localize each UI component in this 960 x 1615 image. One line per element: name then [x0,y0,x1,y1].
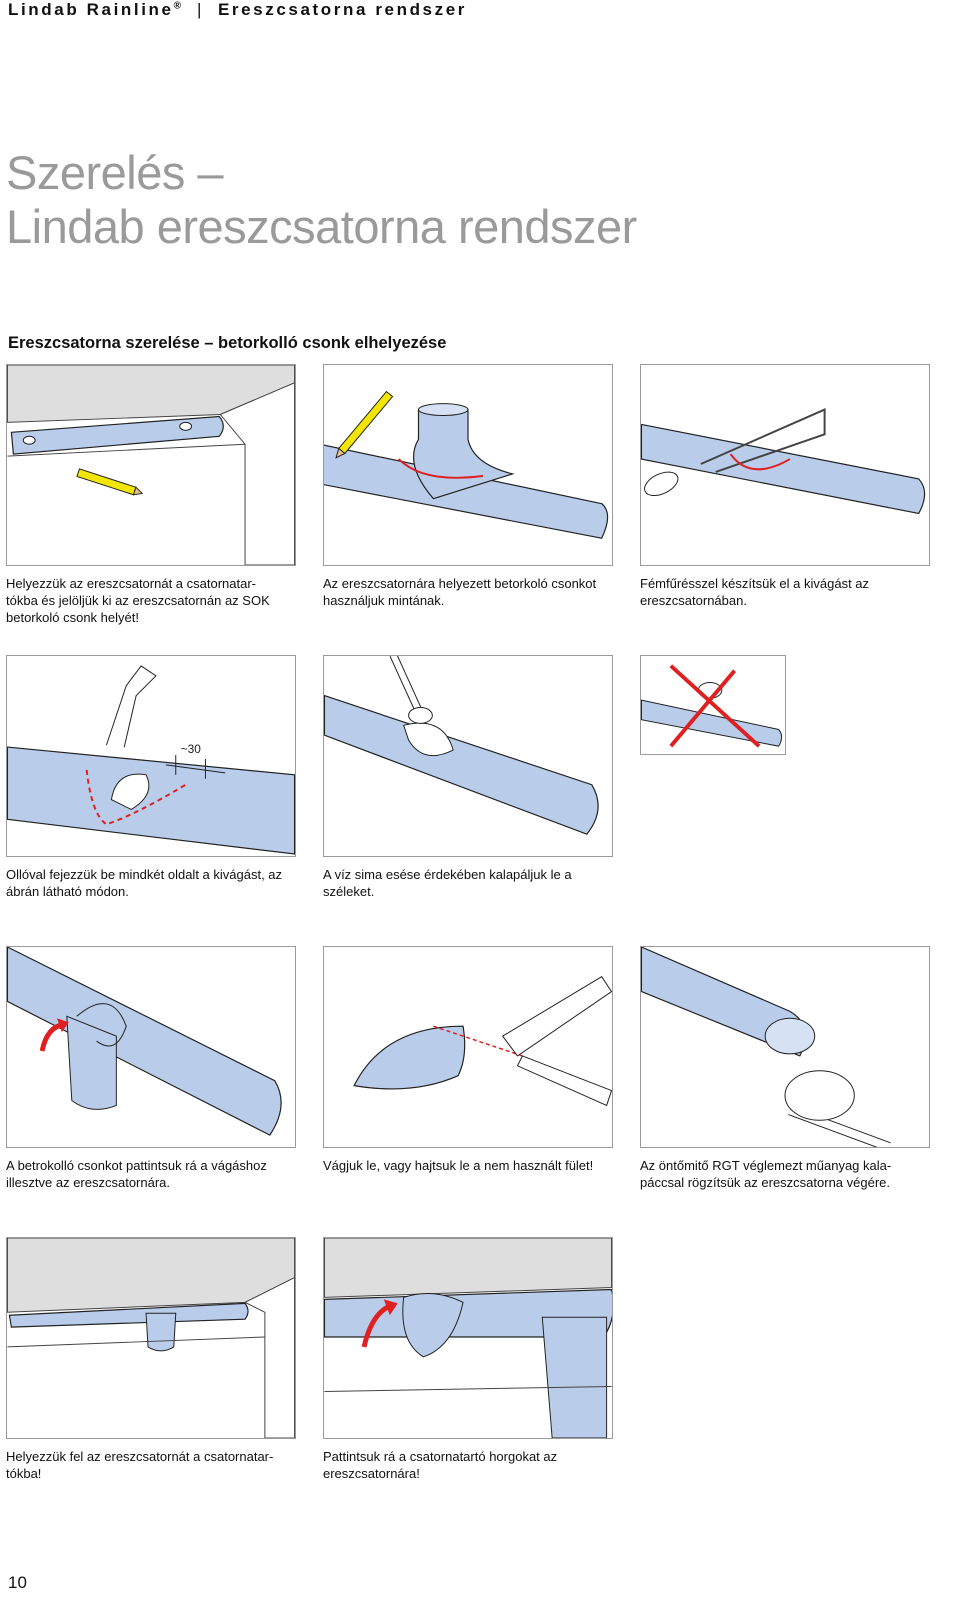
snips-trim-drawing: ~30 [7,665,295,855]
header-brand: Lindab Rainline [8,0,174,19]
step-7-text: Vágjuk le, vagy hajtsuk le a nem használ… [323,1158,594,1173]
edge-hammering-drawing [324,656,599,835]
step-9-caption: Helyezzük fel az ereszcsatornát a csator… [6,1448,298,1482]
step-1-text: Helyezzük az ereszcsatornát a csatornata… [6,576,270,625]
step-1-caption: Helyezzük az ereszcsatornát a csatornata… [6,575,298,626]
step-10-caption: Pattintsuk rá a csatornatartó horgokat a… [323,1448,615,1482]
step-8-illustration [640,946,930,1148]
step-7-illustration [323,946,613,1148]
header-separator: | [196,0,204,19]
step-7-caption: Vágjuk le, vagy hajtsuk le a nem használ… [323,1157,615,1174]
step-6-caption: A betrokolló csonkot pattintsuk rá a vág… [6,1157,298,1191]
gutter-placing-drawing [7,1238,295,1438]
step-6-text: A betrokolló csonkot pattintsuk rá a vág… [6,1158,267,1190]
step-4-text: Ollóval fejezzük be mindkét oldalt a kiv… [6,867,283,899]
title-line-1: Szerelés – [6,146,224,199]
step-1-illustration [6,364,296,566]
step-5-illustration [323,655,613,857]
hook-snap-drawing [324,1238,612,1438]
page-header: Lindab Rainline® | Ereszcsatorna rendszer [8,0,467,20]
wrong-method-drawing [641,664,783,748]
outlet-snap-drawing [7,947,282,1136]
tab-cutting-drawing [353,976,612,1107]
step-2-text: Az ereszcsatornára helyezett betorkoló c… [323,576,597,608]
step-9-text: Helyezzük fel az ereszcsatornát a csator… [6,1449,274,1481]
page-number: 10 [8,1573,27,1592]
title-line-2: Lindab ereszcsatorna rendszer [6,200,637,253]
header-section: Ereszcsatorna rendszer [217,0,467,19]
step-10-illustration [323,1237,613,1439]
section-subtitle: Ereszcsatorna szerelése – betorkolló cso… [8,334,447,352]
step-3-illustration [640,364,930,566]
step-5-caption: A víz sima esése érdekében kalapáljuk le… [323,866,615,900]
page-title: Szerelés – Lindab ereszcsatorna rendszer [6,146,637,254]
step-3-caption: Fémfűrésszel készítsük el a kivágást az … [640,575,932,609]
step-8-caption: Az öntőmitő RGT véglemezt műanyag kala- … [640,1157,932,1191]
step-8-text: Az öntőmitő RGT véglemezt műanyag kala- … [640,1158,892,1190]
step-4-caption: Ollóval fejezzük be mindkét oldalt a kiv… [6,866,298,900]
step-wrong-illustration [640,655,786,755]
registered-mark: ® [173,0,181,12]
step-10-text: Pattintsuk rá a csatornatartó horgokat a… [323,1449,558,1481]
step-2-illustration [323,364,613,566]
step-3-text: Fémfűrésszel készítsük el a kivágást az … [640,576,870,608]
step-6-illustration [6,946,296,1148]
step-9-illustration [6,1237,296,1439]
end-cap-mallet-drawing [641,947,891,1147]
step-2-caption: Az ereszcsatornára helyezett betorkoló c… [323,575,615,609]
step-4-illustration: ~30 [6,655,296,857]
step-5-text: A víz sima esése érdekében kalapáljuk le… [323,867,572,899]
hacksaw-cut-drawing [641,408,926,515]
dimension-label: ~30 [181,742,202,756]
gutter-marking-drawing [7,365,295,565]
outlet-template-drawing [324,390,609,539]
